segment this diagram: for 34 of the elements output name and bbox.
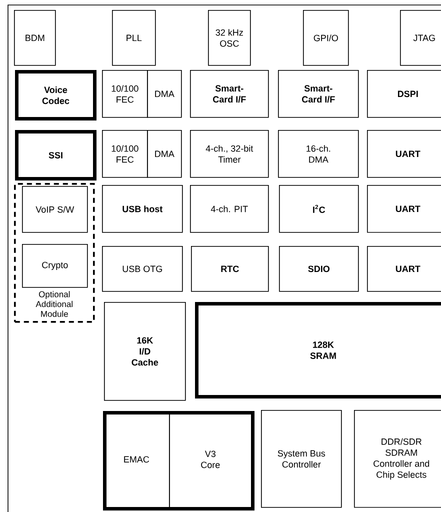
module-box: 10/100 FEC [102,70,148,118]
module-box: UART [367,246,441,292]
module-box: USB host [102,185,183,233]
module-box: UART [367,130,441,178]
module-box: I$^{2}$C [279,185,359,233]
module-box: System Bus Controller [261,410,342,508]
module-box: GPI/O [303,10,349,66]
core-block [103,411,254,510]
module-box: JTAG [400,10,441,66]
module-box: Smart-Card I/F [190,70,269,118]
module-box: PLL [112,10,156,66]
module-box: DMA [147,130,182,178]
module-box: UART [367,185,441,233]
module-box: BDM [14,10,56,66]
module-box: VoIP S/W [22,186,88,233]
module-box: DSPI [367,70,441,118]
module-box: SDIO [279,246,359,292]
module-box: SSI [15,130,96,180]
module-box: DDR/SDR SDRAM Controller and Chip Selects [354,410,441,508]
module-box: Voice Codec [15,70,96,120]
module-box: 4-ch. PIT [190,185,269,233]
module-box: 4-ch., 32-bit Timer [190,130,269,178]
module-box: 32 kHz OSC [208,10,251,66]
module-box: 16K I/D Cache [104,302,186,401]
module-box: V3 Core [169,411,252,508]
module-box: 10/100 FEC [102,130,148,178]
module-box: USB OTG [102,246,183,292]
module-box: RTC [191,246,269,292]
module-box: Crypto [22,244,88,288]
module-box: Smart-Card I/F [278,70,359,118]
module-box: 16-ch. DMA [278,130,359,178]
module-box: DMA [147,70,182,118]
module-box: EMAC [103,411,170,508]
module-box: 128K SRAM [195,302,441,398]
